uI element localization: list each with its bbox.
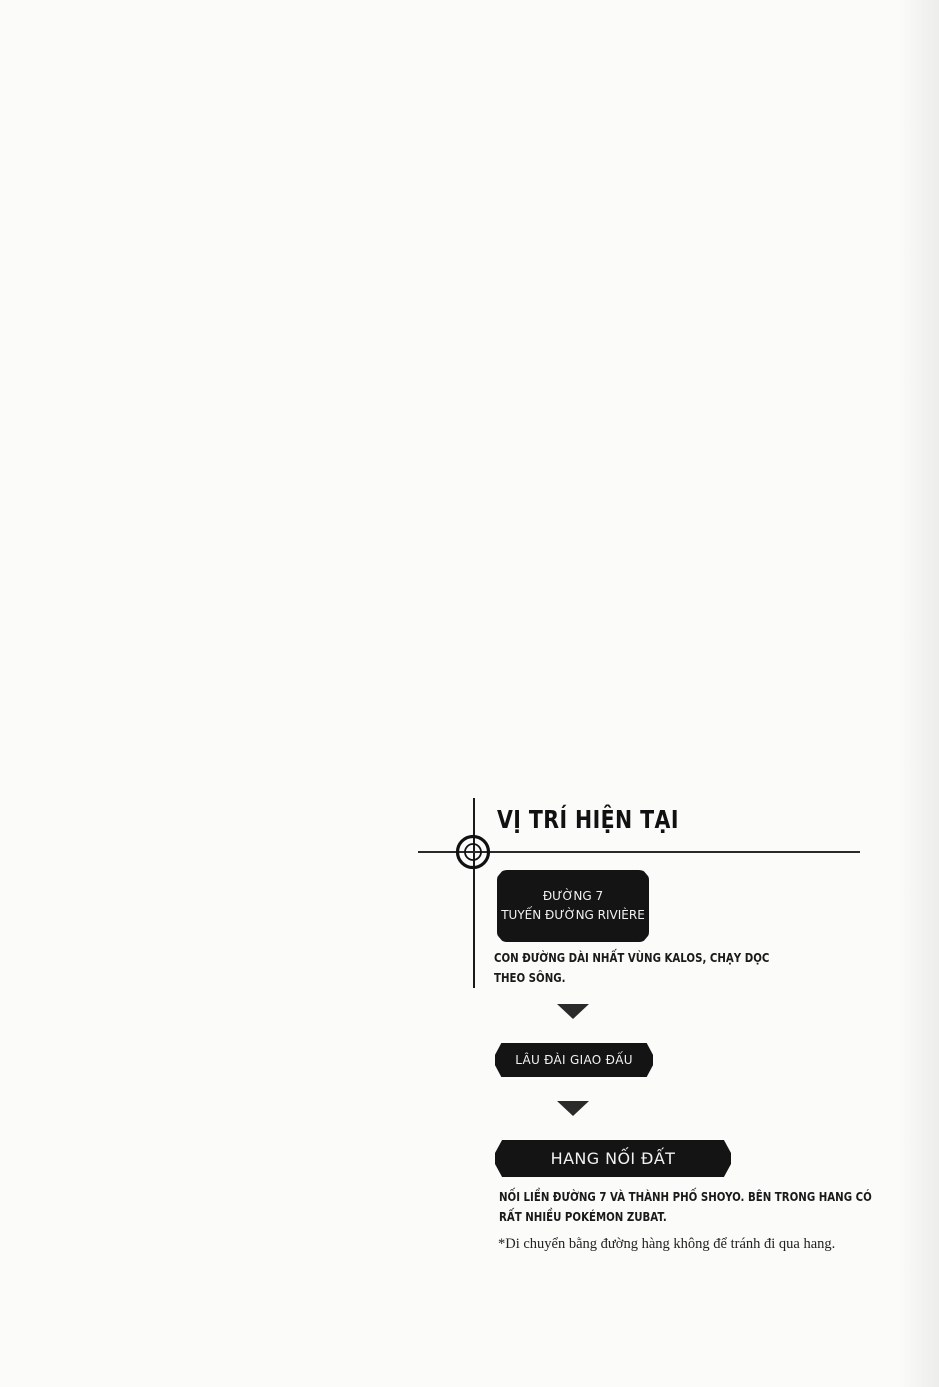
footnote: *Di chuyển bằng đường hàng không để trán… [498, 1236, 836, 1252]
location-plate-connecting-cave: HANG NỐI ĐẤT [495, 1140, 731, 1177]
location-name-line2: TUYẾN ĐƯỜNG RIVIÈRE [501, 908, 645, 922]
horizontal-rule [418, 851, 860, 853]
location-description-route-7: CON ĐƯỜNG DÀI NHẤT VÙNG KALOS, CHẠY DỌC … [494, 951, 770, 985]
down-arrow-icon [557, 1004, 589, 1019]
location-description-connecting-cave: NỐI LIỀN ĐƯỜNG 7 VÀ THÀNH PHỐ SHOYO. BÊN… [499, 1190, 872, 1224]
vertical-rule [473, 798, 475, 988]
section-title: VỊ TRÍ HIỆN TẠI [497, 805, 679, 834]
location-plate-route-7: ĐƯỜNG 7 TUYẾN ĐƯỜNG RIVIÈRE [497, 870, 649, 942]
location-name-line1: ĐƯỜNG 7 [542, 889, 604, 903]
crosshair-icon [455, 834, 491, 870]
location-plate-battle-chateau: LÂU ĐÀI GIAO ĐẤU [495, 1043, 653, 1077]
down-arrow-icon [557, 1101, 589, 1116]
page-edge-shadow [899, 0, 939, 1387]
location-name: HANG NỐI ĐẤT [550, 1149, 676, 1168]
location-name: LÂU ĐÀI GIAO ĐẤU [515, 1053, 633, 1067]
